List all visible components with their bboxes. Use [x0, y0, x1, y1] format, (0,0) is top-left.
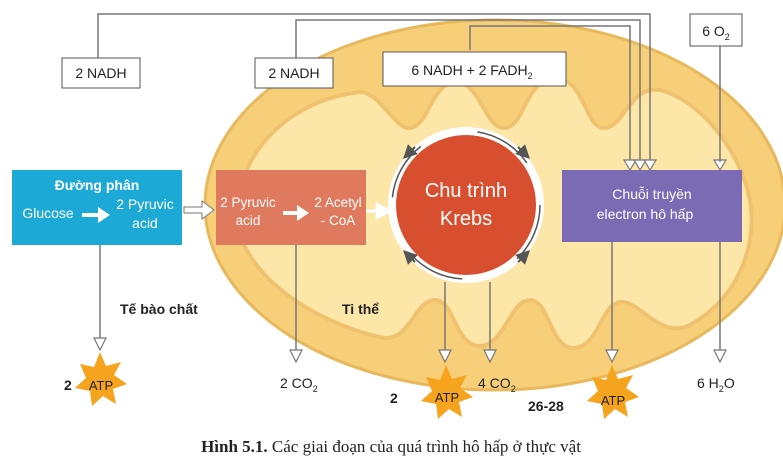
krebs-cycle-arrow-3 [515, 250, 530, 265]
krebs-cycle: Chu trình Krebs [388, 127, 544, 283]
atp-star-krebs: ATP [421, 365, 473, 419]
krebs-cycle-arrow-2 [515, 144, 530, 159]
glycolysis-input: Glucose [22, 205, 74, 221]
etc-box: Chuỗi truyền electron hô hấp [562, 170, 742, 242]
co2-pyruvate-label: 2 CO2 [280, 375, 318, 394]
krebs-cycle-arrow-4 [403, 250, 418, 265]
pyruvate-output-1: 2 Acetyl [314, 195, 361, 210]
svg-text:6 O2: 6 O2 [702, 23, 730, 42]
cytoplasm-label: Tế bào chất [120, 301, 198, 317]
nadh-box-glycolysis: 2 NADH [61, 57, 141, 89]
routing-arrowheads [93, 159, 728, 364]
pyruvate-oxidation-box: 2 Pyruvic acid 2 Acetyl - CoA [216, 170, 366, 245]
glycolysis-title: Đường phân [55, 177, 140, 193]
figure-caption: Hình 5.1. Các giai đoạn của quá trình hô… [201, 437, 581, 456]
nadh-box-pyruvate: 2 NADH [254, 57, 334, 89]
pyruvate-arrow [283, 205, 309, 221]
glycolysis-arrow [82, 207, 110, 223]
pyruvate-input-1: 2 Pyruvic [220, 195, 276, 210]
oxygen-box: 6 O2 [689, 13, 743, 47]
glycolysis-output-2: acid [132, 215, 158, 231]
mitochondrion-label: Ti thể [342, 301, 379, 317]
svg-text:2 NADH: 2 NADH [268, 65, 319, 81]
svg-text:2 NADH: 2 NADH [75, 65, 126, 81]
svg-text:6 NADH + 2 FADH2: 6 NADH + 2 FADH2 [411, 62, 532, 81]
pyruvate-input-2: acid [236, 213, 261, 228]
atp-star-etc: ATP [587, 365, 639, 419]
krebs-label-1: Chu trình [425, 180, 507, 202]
glycolysis-box: Đường phân Glucose 2 Pyruvic acid [12, 170, 182, 245]
nadh-box-krebs: 6 NADH + 2 FADH2 [382, 51, 567, 87]
flow-arrow-to-pyruvate [183, 200, 215, 220]
pyruvate-output-2: - CoA [321, 213, 356, 228]
water-label: 6 H2O [697, 375, 735, 394]
atp-star-glycolysis: ATP [75, 352, 127, 406]
etc-label-2: electron hô hấp [597, 206, 694, 222]
krebs-label-2: Krebs [440, 208, 492, 230]
glycolysis-output-1: 2 Pyruvic [116, 196, 174, 212]
svg-text:ATP: ATP [601, 393, 625, 408]
co2-krebs-label: 4 CO2 [478, 375, 516, 394]
atp-count-krebs: 2 [390, 390, 398, 406]
krebs-cycle-arrow-1 [403, 144, 418, 159]
atp-count-etc: 26-28 [528, 398, 564, 414]
nadh-routing [97, 13, 721, 352]
svg-text:ATP: ATP [89, 378, 113, 393]
svg-text:ATP: ATP [435, 390, 459, 405]
etc-label-1: Chuỗi truyền [612, 186, 691, 202]
atp-count-glycolysis: 2 [64, 377, 72, 393]
